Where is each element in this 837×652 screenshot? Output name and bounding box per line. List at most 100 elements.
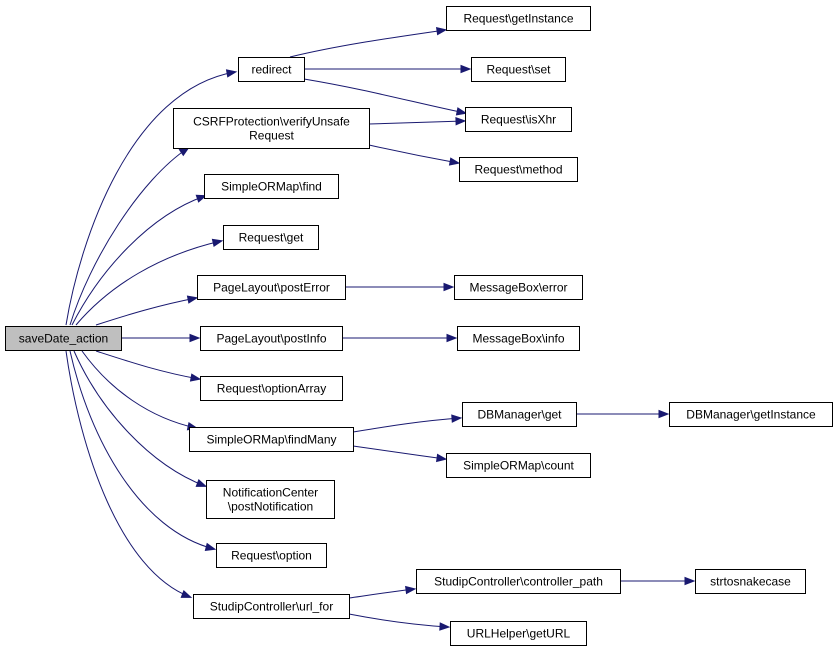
edge-saveDate_action-to-pl_postinfo xyxy=(121,333,201,343)
node-label: NotificationCenter xyxy=(223,486,318,500)
node-box xyxy=(462,402,577,427)
node-dbm-getinst[interactable]: DBManager\getInstance xyxy=(669,402,833,427)
node-label: SimpleORMap\count xyxy=(463,459,574,473)
node-label: Request\optionArray xyxy=(217,382,326,396)
node-label: redirect xyxy=(251,63,292,77)
node-box xyxy=(454,275,583,300)
edge-line xyxy=(95,297,197,326)
arrowhead xyxy=(684,576,696,586)
node-box xyxy=(446,6,591,31)
node-req-set[interactable]: Request\set xyxy=(471,57,566,82)
edge-saveDate_action-to-sorm_find xyxy=(71,194,208,326)
node-box xyxy=(695,569,806,594)
node-req-isxhr[interactable]: Request\isXhr xyxy=(465,107,572,132)
node-label: DBManager\getInstance xyxy=(686,408,816,422)
arrowhead xyxy=(186,295,199,304)
node-pl-postinfo[interactable]: PageLayout\postInfo xyxy=(200,326,343,351)
edge-line xyxy=(368,120,465,125)
node-pl-posterror[interactable]: PageLayout\postError xyxy=(197,275,346,300)
node-box xyxy=(197,275,346,300)
arrowhead xyxy=(405,585,417,595)
node-box xyxy=(223,225,319,250)
node-strtosnake[interactable]: strtosnakecase xyxy=(695,569,806,594)
node-label: URLHelper\getURL xyxy=(467,627,571,641)
arrowhead xyxy=(189,373,202,382)
edge-csrf-to-req_method xyxy=(368,144,461,166)
node-box xyxy=(173,108,370,149)
node-dbm-get[interactable]: DBManager\get xyxy=(462,402,577,427)
arrowhead xyxy=(455,117,467,126)
node-label: StudipController\url_for xyxy=(210,600,333,614)
edge-saveDate_action-to-pl_posterror xyxy=(95,295,199,326)
edge-line xyxy=(348,588,415,599)
edge-line xyxy=(368,144,459,164)
edge-csrf-to-req_isxhr xyxy=(368,117,467,126)
node-label: MessageBox\info xyxy=(472,332,564,346)
edge-line xyxy=(75,240,222,326)
edge-line xyxy=(69,350,215,550)
edge-saveDate_action-to-redirect xyxy=(65,69,238,326)
edge-redirect-to-req_isxhr xyxy=(303,78,468,116)
edge-line xyxy=(303,78,466,114)
edge-saveDate_action-to-sc_urlfor xyxy=(65,350,193,598)
arrowhead xyxy=(189,333,201,343)
node-layer: saveDate_action redirectCSRFProtection\ve… xyxy=(5,6,833,646)
node-label: Request\get xyxy=(239,231,304,245)
edge-line xyxy=(65,350,191,598)
arrowhead xyxy=(195,479,208,487)
node-sc-urlfor[interactable]: StudipController\url_for xyxy=(193,594,350,619)
edge-line xyxy=(95,350,200,380)
node-box xyxy=(465,107,572,132)
node-saveDate-action[interactable]: saveDate_action xyxy=(5,326,122,351)
node-label: SimpleORMap\find xyxy=(221,180,322,194)
node-label: StudipController\controller_path xyxy=(434,575,603,589)
node-label: Request\option xyxy=(231,549,312,563)
edge-sc_ctrlpath-to-strtosnake xyxy=(620,576,696,586)
node-box xyxy=(216,543,327,568)
node-box xyxy=(446,453,591,478)
edge-layer xyxy=(65,27,696,631)
node-sorm-count[interactable]: SimpleORMap\count xyxy=(446,453,591,478)
edge-saveDate_action-to-notif xyxy=(73,350,208,487)
node-mb-error[interactable]: MessageBox\error xyxy=(454,275,583,300)
edge-sorm_findmany-to-sorm_count xyxy=(352,445,448,463)
node-box xyxy=(471,57,566,82)
arrowhead xyxy=(439,622,451,631)
node-label: Request\getInstance xyxy=(463,12,573,26)
node-req-optarray[interactable]: Request\optionArray xyxy=(200,376,343,401)
node-box xyxy=(200,376,343,401)
edge-saveDate_action-to-csrf xyxy=(69,146,190,326)
edge-line xyxy=(352,417,461,433)
edge-line xyxy=(289,29,446,58)
node-box xyxy=(238,57,305,82)
node-sorm-find[interactable]: SimpleORMap\find xyxy=(204,174,339,199)
node-label: CSRFProtection\verifyUnsafe xyxy=(193,115,350,129)
edge-saveDate_action-to-req_optarray xyxy=(95,350,202,382)
node-req-get[interactable]: Request\get xyxy=(223,225,319,250)
node-sorm-findmany[interactable]: SimpleORMap\findMany xyxy=(189,427,354,452)
node-sc-ctrlpath[interactable]: StudipController\controller_path xyxy=(416,569,621,594)
node-req-method[interactable]: Request\method xyxy=(459,157,578,182)
node-label: PageLayout\postError xyxy=(213,281,330,295)
node-mb-info[interactable]: MessageBox\info xyxy=(457,326,580,351)
arrowhead xyxy=(195,194,208,203)
node-urlh-geturl[interactable]: URLHelper\getURL xyxy=(450,621,587,646)
arrowhead xyxy=(448,157,461,166)
arrowhead xyxy=(435,27,448,36)
node-req-option[interactable]: Request\option xyxy=(216,543,327,568)
node-req-getinst[interactable]: Request\getInstance xyxy=(446,6,591,31)
node-redirect[interactable]: redirect xyxy=(238,57,305,82)
node-label: SimpleORMap\findMany xyxy=(206,433,336,447)
arrowhead xyxy=(211,238,224,248)
node-box xyxy=(193,594,350,619)
arrowhead xyxy=(225,69,238,78)
edge-sorm_findmany-to-dbm_get xyxy=(352,414,463,433)
edge-redirect-to-req_getinst xyxy=(289,27,448,58)
node-box xyxy=(189,427,354,452)
arrowhead xyxy=(180,589,193,598)
node-label: Request\method xyxy=(474,163,562,177)
arrowhead xyxy=(455,107,468,116)
edge-pl_postinfo-to-mb_info xyxy=(342,333,458,343)
node-notif[interactable]: NotificationCenter\postNotification xyxy=(206,480,335,519)
